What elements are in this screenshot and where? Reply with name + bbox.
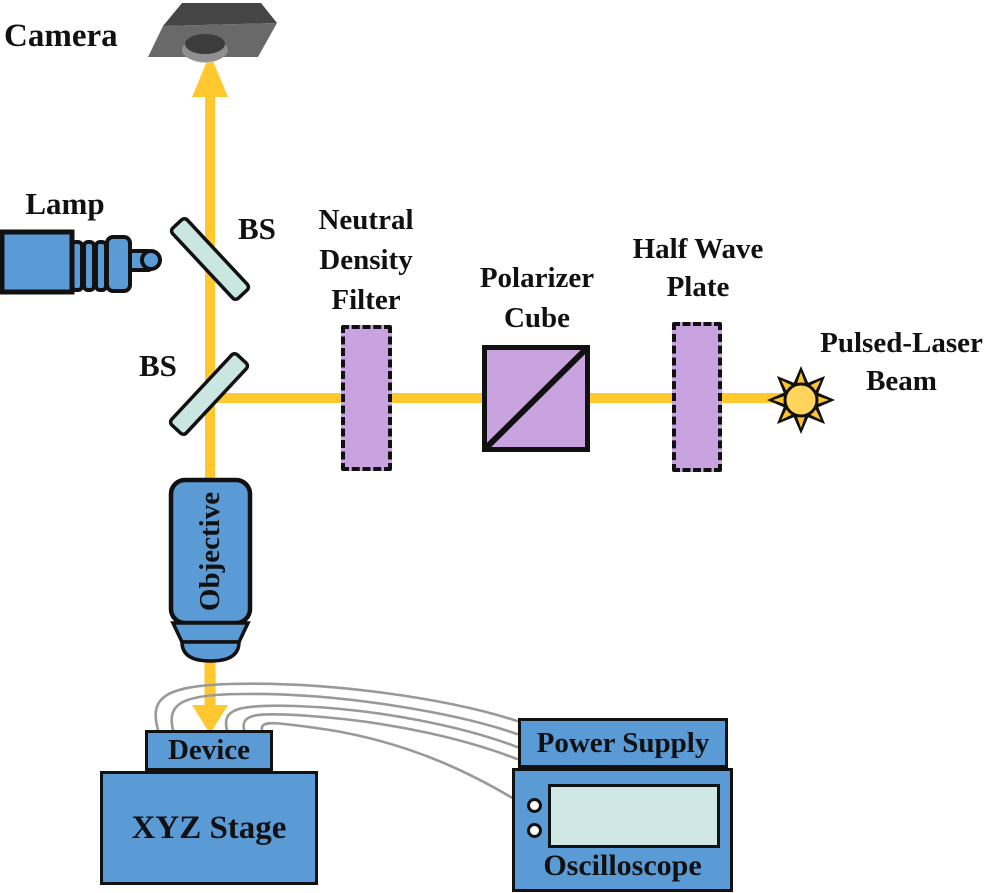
- xyz-stage-label: XYZ Stage: [131, 809, 287, 846]
- lamp-icon: [0, 229, 162, 295]
- oscilloscope-knob-1: [527, 798, 542, 813]
- oscilloscope-label: Oscilloscope: [543, 849, 702, 882]
- neutral-density-filter-label: Neutral Density Filter: [266, 200, 466, 320]
- laser-label-line2: Beam: [866, 365, 937, 397]
- polarizer-cube-label: Polarizer Cube: [437, 258, 637, 338]
- oscilloscope-knob-2: [527, 823, 542, 838]
- polarizer-label-line2: Cube: [503, 302, 571, 334]
- wire-3: [224, 704, 519, 749]
- device-box: Device: [145, 730, 273, 771]
- laser-source-sun-icon: [767, 366, 835, 434]
- objective-icon: [168, 477, 253, 663]
- pulsed-laser-beam-label: Pulsed-Laser Beam: [806, 324, 997, 400]
- hwp-label-line1: Half Wave: [632, 233, 764, 265]
- xyz-stage-box: XYZ Stage: [100, 771, 318, 885]
- objective-label-holder: Objective: [171, 480, 250, 623]
- device-label: Device: [167, 734, 251, 766]
- wire-2: [170, 692, 519, 736]
- objective-label: Objective: [194, 491, 227, 612]
- power-supply-box: Power Supply: [518, 718, 728, 768]
- beam-arrowhead-up: [192, 54, 228, 97]
- beam-splitter-2-label: BS: [139, 348, 177, 383]
- neutral-density-filter: [341, 325, 392, 471]
- laser-label-line1: Pulsed-Laser: [820, 327, 983, 359]
- camera-label: Camera: [4, 18, 118, 54]
- signal-wires: [154, 682, 519, 802]
- wire-1: [154, 682, 519, 732]
- wire-5: [260, 721, 518, 802]
- half-wave-plate-label: Half Wave Plate: [598, 230, 798, 306]
- beam-arrowhead-down: [192, 705, 228, 734]
- ndf-label-line3: Filter: [331, 284, 401, 316]
- ndf-label-line1: Neutral: [318, 204, 414, 236]
- power-supply-label: Power Supply: [536, 726, 710, 759]
- lamp-label: Lamp: [25, 186, 105, 221]
- beam-splitter-1-label: BS: [238, 211, 276, 246]
- polarizer-cube: [482, 345, 590, 452]
- beam-splitter-2-plate: [168, 351, 250, 437]
- oscilloscope-screen: [548, 784, 720, 848]
- polarizer-cube-diagonal: [484, 347, 588, 450]
- oscilloscope-box: Oscilloscope: [512, 768, 733, 892]
- half-wave-plate: [672, 322, 722, 472]
- hwp-label-line2: Plate: [666, 271, 730, 303]
- beam-splitter-1-plate: [169, 216, 251, 302]
- polarizer-label-line1: Polarizer: [479, 262, 595, 294]
- ndf-label-line2: Density: [319, 244, 413, 276]
- camera-icon: [148, 3, 277, 63]
- wire-4: [242, 712, 519, 761]
